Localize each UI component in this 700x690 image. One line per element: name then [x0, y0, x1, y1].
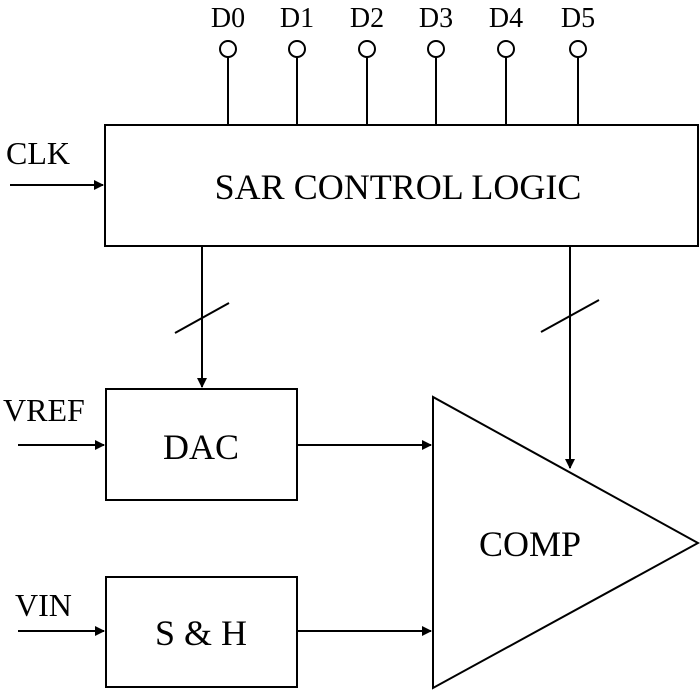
bus-slash-comp	[540, 299, 600, 333]
output-label-d5: D5	[561, 3, 595, 34]
output-label-d2: D2	[350, 3, 384, 34]
output-pin-d0	[219, 40, 237, 125]
output-pin-d3	[427, 40, 445, 125]
comparator-label: COMP	[479, 524, 581, 564]
comparator-triangle	[432, 395, 700, 690]
output-pin-d4	[497, 40, 515, 125]
dac-block	[105, 388, 298, 501]
sar-control-logic-label: SAR CONTROL LOGIC	[215, 167, 582, 207]
bus-slash-dac	[174, 302, 230, 334]
output-pin-d1	[288, 40, 306, 125]
vin-input-label: VIN	[15, 587, 72, 623]
output-pin-d5	[569, 40, 587, 125]
output-label-d4: D4	[489, 3, 523, 34]
sar-control-logic-block	[104, 124, 699, 247]
output-label-d0: D0	[211, 3, 245, 34]
output-label-d3: D3	[419, 3, 453, 34]
clk-input-label: CLK	[6, 135, 70, 171]
sample-and-hold-block	[105, 576, 298, 688]
vref-input-label: VREF	[3, 392, 85, 428]
sample-and-hold-label: S & H	[155, 613, 247, 653]
dac-label: DAC	[163, 427, 239, 467]
output-pin-d2	[358, 40, 376, 125]
output-label-d1: D1	[280, 3, 314, 34]
